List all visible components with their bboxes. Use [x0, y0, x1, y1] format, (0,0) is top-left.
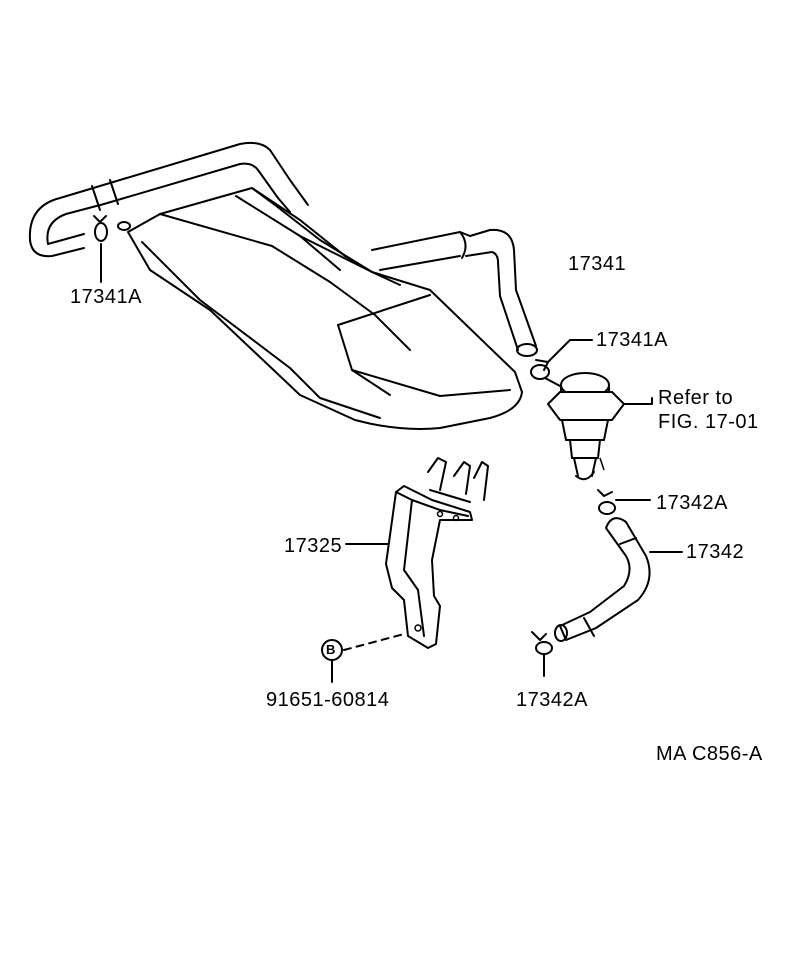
- clamp-lower-right: [597, 489, 651, 515]
- valve-component: [544, 372, 653, 481]
- label-clamp-17342a-lower: 17342A: [516, 689, 588, 711]
- label-hose-17342: 17342: [686, 541, 745, 563]
- figure-code: MA C856-A: [656, 743, 763, 765]
- label-clamp-17341a-left: 17341A: [70, 286, 142, 308]
- bracket: [345, 457, 489, 649]
- clamp-upper-right: [530, 339, 593, 380]
- label-hose-17341: 17341: [568, 253, 627, 275]
- label-refer-line2: FIG. 17-01: [658, 411, 759, 433]
- label-refer-line1: Refer to: [658, 387, 734, 409]
- label-clamp-17341a-right: 17341A: [596, 329, 668, 351]
- air-cleaner-housing: [127, 187, 523, 430]
- clamp-upper-left: [93, 215, 108, 283]
- clamp-lower: [531, 631, 553, 677]
- label-bolt-91651: 91651-60814: [266, 689, 390, 711]
- lower-hose: [554, 517, 683, 642]
- label-clamp-17342a-right: 17342A: [656, 492, 728, 514]
- label-bracket-17325: 17325: [284, 535, 343, 557]
- upper-hose: [28, 141, 538, 357]
- bolt-reference: [321, 633, 405, 683]
- bolt-marker-b: B: [326, 642, 336, 657]
